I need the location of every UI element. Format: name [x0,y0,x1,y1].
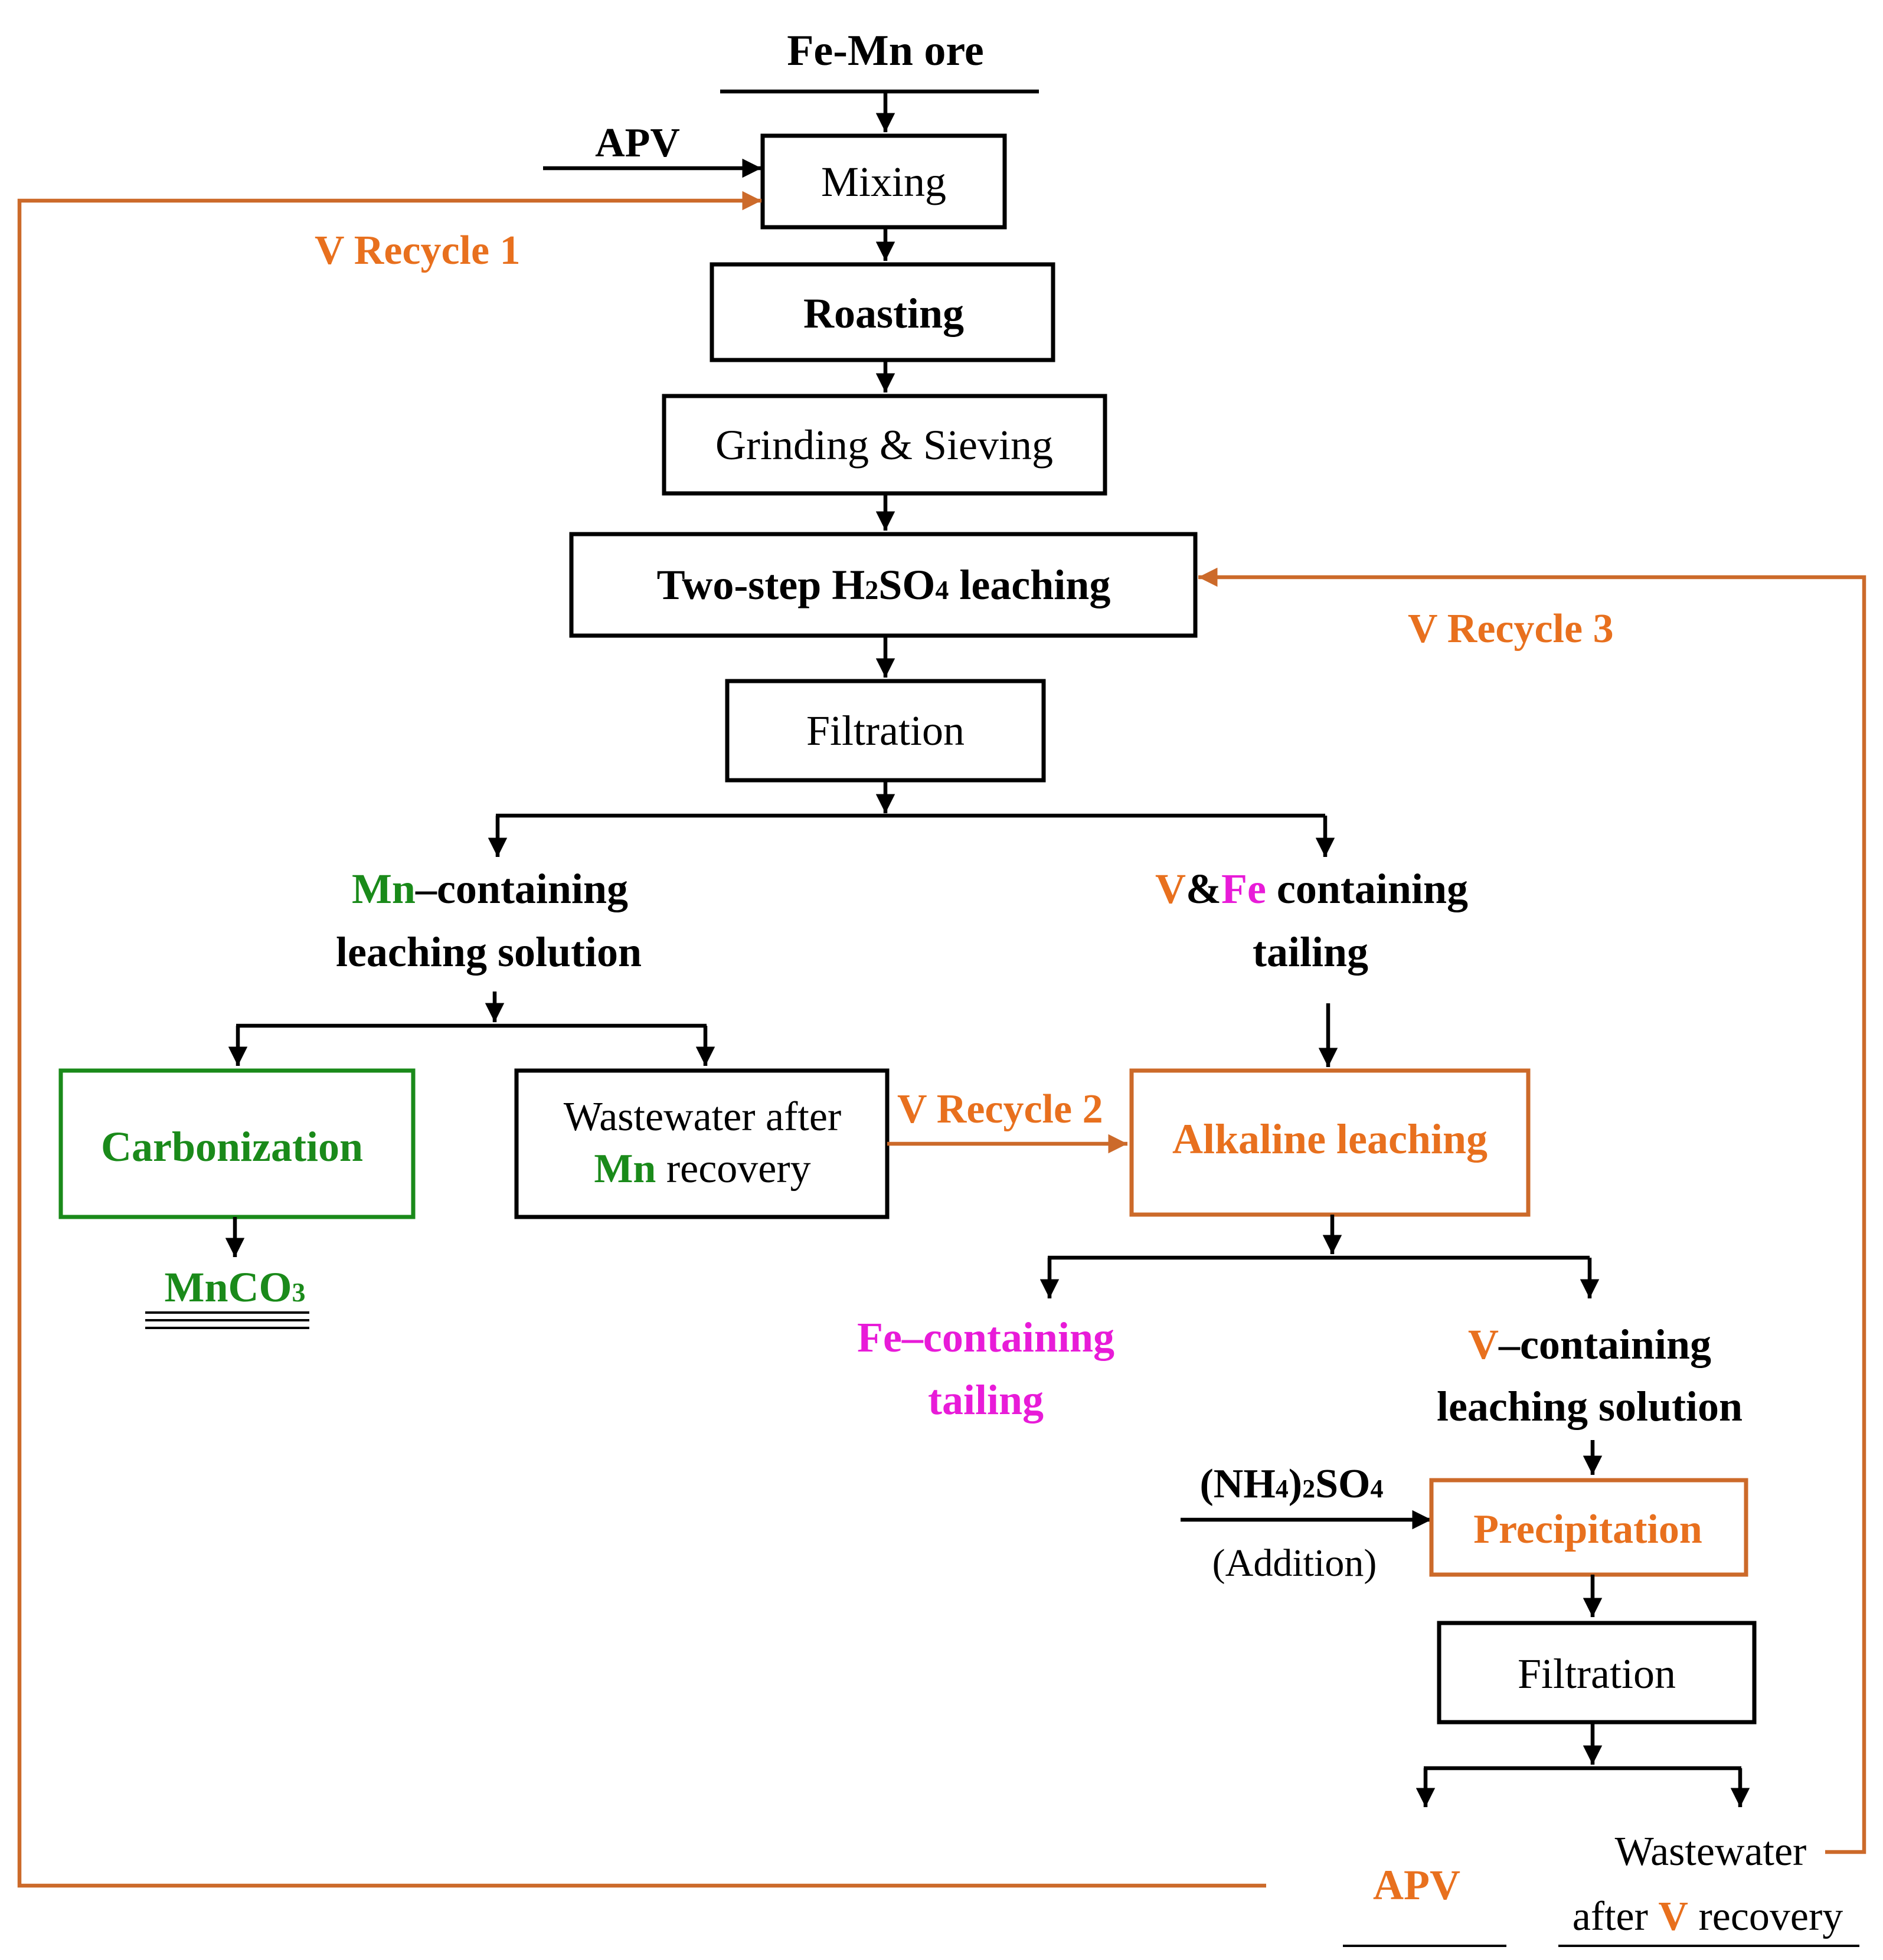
reagent-label: (NH4)2SO4 [1199,1461,1383,1507]
grinding-label: Grinding & Sieving [715,421,1053,469]
recycle3-label: V Recycle 3 [1408,606,1614,652]
precipitation-label: Precipitation [1473,1507,1702,1552]
mixing-label: Mixing [821,158,946,205]
leaching-box [569,532,1198,638]
fe-tailing-line2: tailing [928,1376,1044,1424]
v-solution-line1: V–containing [1468,1321,1711,1368]
roasting-box [710,262,1055,362]
roasting-label: Roasting [803,290,964,337]
leaching-label: Two-step H2SO4 leaching [657,561,1111,608]
recycle3-line [1198,567,1866,1854]
wastewater-mn-line2: Mn recovery [594,1146,810,1192]
alkaline-box [1129,1068,1531,1217]
vfe-tailing-line2: tailing [1253,928,1368,976]
filtration2-box [1437,1621,1757,1725]
apv-input-label: APV [595,120,680,166]
vfe-tailing-line1: V&Fe containing [1155,865,1468,912]
v-solution-line2: leaching solution [1437,1383,1743,1430]
grinding-box [662,394,1107,496]
reagent-note: (Addition) [1212,1542,1377,1585]
mn-solution-line2: leaching solution [336,928,642,976]
mixing-box [760,133,1007,230]
alkaline-label: Alkaline leaching [1172,1115,1488,1163]
apv-product-label: APV [1373,1861,1460,1909]
recycle1-line [17,191,1266,1888]
recycle2-label: V Recycle 2 [897,1087,1103,1132]
wastewater-mn-line1: Wastewater after [564,1094,841,1140]
feed-label: Fe-Mn ore [787,27,984,75]
fe-tailing-line1: Fe–containing [857,1314,1114,1361]
filtration1-label: Filtration [806,707,965,754]
filtration1-box [725,679,1046,783]
carbonization-box [58,1068,416,1219]
precipitation-box [1429,1478,1748,1577]
mnco3-label: MnCO3 [165,1264,306,1311]
wastewater-v-line2: after V recovery [1573,1894,1843,1939]
recycle1-label: V Recycle 1 [315,228,521,273]
wastewater-v-line1: Wastewater [1615,1829,1807,1874]
wastewater-mn-box [514,1068,890,1219]
mn-solution-line1: Mn–containing [352,865,628,912]
carbonization-label: Carbonization [101,1123,363,1170]
filtration2-label: Filtration [1518,1650,1676,1697]
